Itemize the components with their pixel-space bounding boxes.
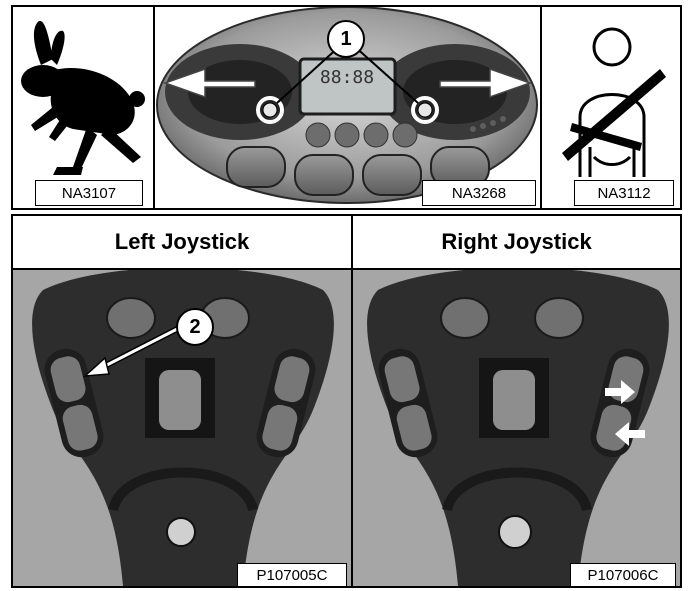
seatbelt-caption: NA3112 [574,180,674,206]
right-joystick-photo [351,268,682,588]
seatbelt-icon [542,7,680,208]
rabbit-caption: NA3107 [35,180,143,206]
panel-caption: NA3268 [422,180,536,206]
svg-text:88:88: 88:88 [320,67,374,88]
left-joystick-heading: Left Joystick [11,214,353,270]
rabbit-icon [13,7,153,208]
right-joystick-heading: Right Joystick [351,214,682,270]
right-joystick-caption: P107006C [570,563,676,587]
right-joystick-image [353,270,680,586]
callout-1: 1 [327,20,365,58]
callout-2: 2 [176,308,214,346]
left-joystick-caption: P107005C [237,563,347,587]
